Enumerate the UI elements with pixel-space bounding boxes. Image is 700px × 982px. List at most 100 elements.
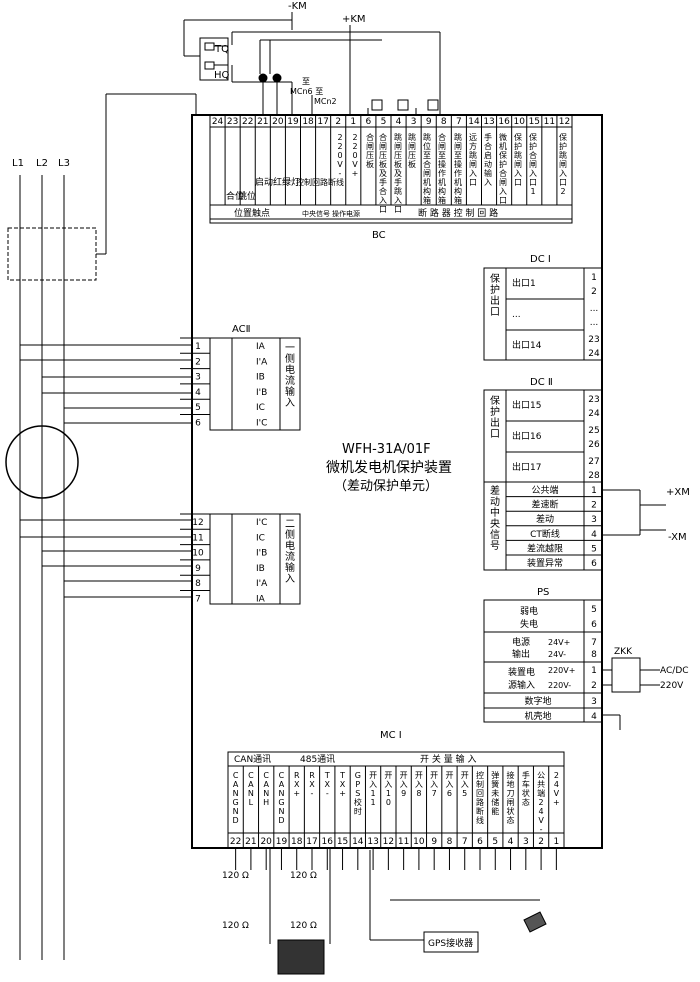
mc-label-1: + [553, 798, 560, 807]
mc-pin-13: 13 [367, 837, 378, 847]
top-label-baohu_he: 入 [529, 169, 537, 178]
top-label-baohu_tiao2: 2 [560, 187, 565, 196]
mc-label-13: 1 [371, 789, 376, 798]
acii-title: ACⅡ [232, 324, 251, 335]
top-label-tiaowei_hz: 至 [423, 151, 431, 160]
top-label-hezha_hand: 及 [379, 169, 387, 178]
mc-label-22: N [233, 789, 239, 798]
group-zhongyang: 中央信号 [302, 209, 330, 218]
acii-side2-pin-12: 12 [192, 518, 203, 528]
top-label-tiaozha_hand: 跳 [394, 132, 402, 142]
bc-label: BC [372, 230, 386, 241]
mc-bin-label: 开 关 量 输 入 [420, 753, 476, 765]
top-pin-22: 22 [242, 117, 253, 127]
zkk-switch [611, 657, 641, 693]
top-label-hezha_hand: 手 [379, 177, 387, 187]
mc-label-8: 6 [447, 789, 452, 798]
top-label-tiaowei_hz: 位 [423, 141, 431, 151]
dcii-pin-a-0: 23 [588, 395, 599, 405]
top-label-weiji: 口 [499, 196, 507, 205]
mc-label-22: C [233, 771, 239, 780]
label-tiaowei: 跳位 [238, 190, 256, 202]
mc-label-22: A [233, 780, 239, 789]
dci-pin-a-2: 23 [588, 335, 599, 345]
mc-label-3: 手 [522, 770, 530, 780]
acii-side1-pin-4: 4 [195, 388, 201, 398]
ps-pin-1: 1 [591, 666, 597, 676]
mc-label-19: N [278, 789, 284, 798]
top-label-hezha_hand: 合 [379, 132, 387, 142]
mc-label-4: 态 [507, 815, 515, 825]
resistor-4: 120 Ω [290, 921, 317, 931]
top-label-baohu_tiao: 跳 [514, 150, 522, 160]
mc-label-17: X [309, 780, 315, 789]
mc-label-22: G [233, 798, 239, 807]
ps-chassis: 机壳地 [524, 710, 551, 722]
top-label-tiaozha_jg: 闸 [454, 142, 462, 151]
top-pin-17: 17 [317, 117, 328, 127]
top-label-weiji: 机 [499, 141, 507, 151]
central-side: 动 [490, 496, 500, 508]
central-pin-4: 4 [591, 530, 597, 540]
acii-side1-side: 输 [285, 385, 295, 398]
top-label-tiaozha_jg: 至 [454, 151, 462, 160]
ps-220vn: 220V- [548, 681, 571, 690]
top-label-weiji: 入 [499, 187, 507, 196]
mc-label-4: 刀 [507, 789, 515, 798]
mc-label-5: 能 [491, 806, 499, 816]
mc-label-1: 2 [554, 771, 559, 780]
central-side: 差 [490, 484, 500, 497]
top-label-v220n: V [337, 160, 343, 169]
top-label-hezha_jg: 至 [438, 151, 446, 160]
top-label-baohu_tiao: 保 [514, 132, 522, 142]
mc-pin-3: 3 [523, 837, 529, 847]
dci-pin-b-1: ... [590, 318, 599, 328]
mc-label-13: 1 [371, 798, 376, 807]
mc-pin-2: 2 [538, 837, 544, 847]
top-label-baohu_he: 闸 [529, 160, 537, 169]
top-pin-1: 1 [350, 117, 356, 127]
top-label-v220n: 0 [337, 151, 342, 160]
acii-side1-side: 一 [285, 343, 295, 354]
ps-pin-2: 2 [591, 681, 597, 691]
top-label-hezha_hand: 入 [379, 196, 387, 205]
top-label-hezha_jg: 构 [438, 186, 446, 196]
group-duanluqi: 断 路 器 控 制 回 路 [418, 207, 498, 219]
top-label-baohu_tiao: 入 [514, 169, 522, 178]
acii-side1-side: 侧 [285, 352, 295, 365]
mc-pin-10: 10 [413, 837, 425, 847]
resistor-3: 120 Ω [290, 871, 317, 881]
dcii-side: 保 [490, 394, 500, 407]
top-label-tiaozha_hand: 手 [394, 177, 402, 187]
top-label-tiaowei_hz: 机 [423, 177, 431, 187]
ps-pin-3: 3 [591, 697, 597, 707]
acii-side1-pin-6: 6 [195, 419, 201, 429]
mc-label-2: 2 [539, 798, 544, 807]
top-pin-23: 23 [227, 117, 238, 127]
top-label-yuanfang: 口 [469, 178, 477, 187]
top-pin-13: 13 [483, 117, 494, 127]
dci-side: 护 [490, 283, 500, 296]
top-label-tiaozha_jg: 跳 [454, 132, 462, 142]
top-label-hezha_jg: 操 [438, 159, 446, 169]
dci-side: 出 [490, 294, 500, 307]
top-label-hezha_hand: 口 [379, 205, 387, 214]
acii-side2-pin-9: 9 [195, 564, 201, 574]
mcn-a: 至 [302, 77, 310, 86]
top-pin-16: 16 [498, 117, 510, 127]
top-label-tiaozha_jg: 箱 [454, 195, 462, 205]
dci-pin-b-0: 2 [591, 287, 597, 297]
top-label-baohu_tiao2: 跳 [559, 150, 567, 160]
top-label-hezha: 压 [366, 151, 374, 160]
mc-label-2: V [538, 816, 544, 825]
dci-row-2: 出口14 [512, 339, 542, 351]
central-pin-1: 1 [591, 486, 597, 496]
mc-label-2: 公 [537, 771, 545, 780]
acii-side1-pin-1: 1 [195, 342, 201, 352]
top-label-hezha_jg: 合 [438, 132, 446, 142]
top-label-tiaozha: 压 [408, 151, 416, 160]
mc-label-2: 4 [539, 807, 544, 816]
central-row-5: 装置异常 [527, 557, 563, 569]
mc-pin-20: 20 [260, 837, 272, 847]
